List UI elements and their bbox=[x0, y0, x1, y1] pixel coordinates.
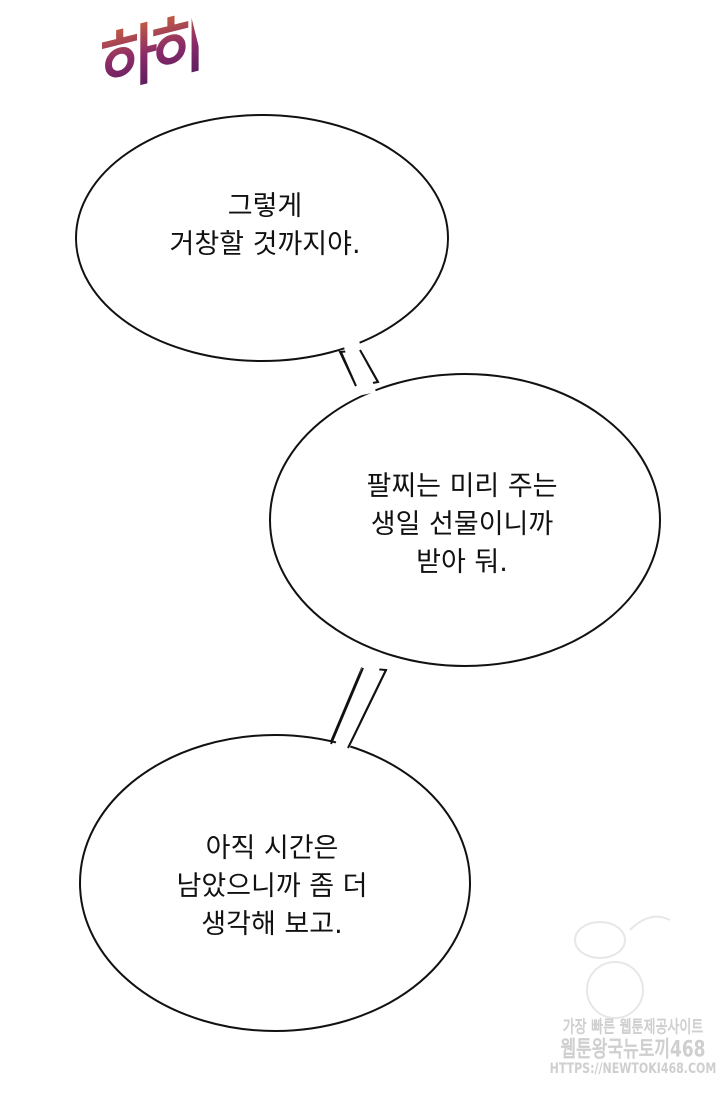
watermark-url: HTTPS://NEWTOKI468.COM bbox=[549, 1060, 717, 1077]
bubble-3-text: 아직 시간은 남았으니까 좀 더 생각해 보고. bbox=[176, 833, 368, 940]
watermark-site-name: 웹툰왕국뉴토끼468 bbox=[560, 1036, 706, 1063]
watermark-tagline: 가장 빠른 웹툰제공사이트 bbox=[562, 1018, 704, 1038]
watermark-mascot bbox=[574, 915, 671, 1019]
bubble-1-text: 그렇게 거창할 것까지야. bbox=[169, 191, 361, 260]
bubble-2-text: 팔찌는 미리 주는 생일 선물이니까 받아 둬. bbox=[366, 471, 558, 578]
bubble-2-outline bbox=[269, 373, 661, 667]
bubble-1-outline bbox=[75, 114, 449, 362]
bubble-3-outline bbox=[79, 734, 471, 1032]
